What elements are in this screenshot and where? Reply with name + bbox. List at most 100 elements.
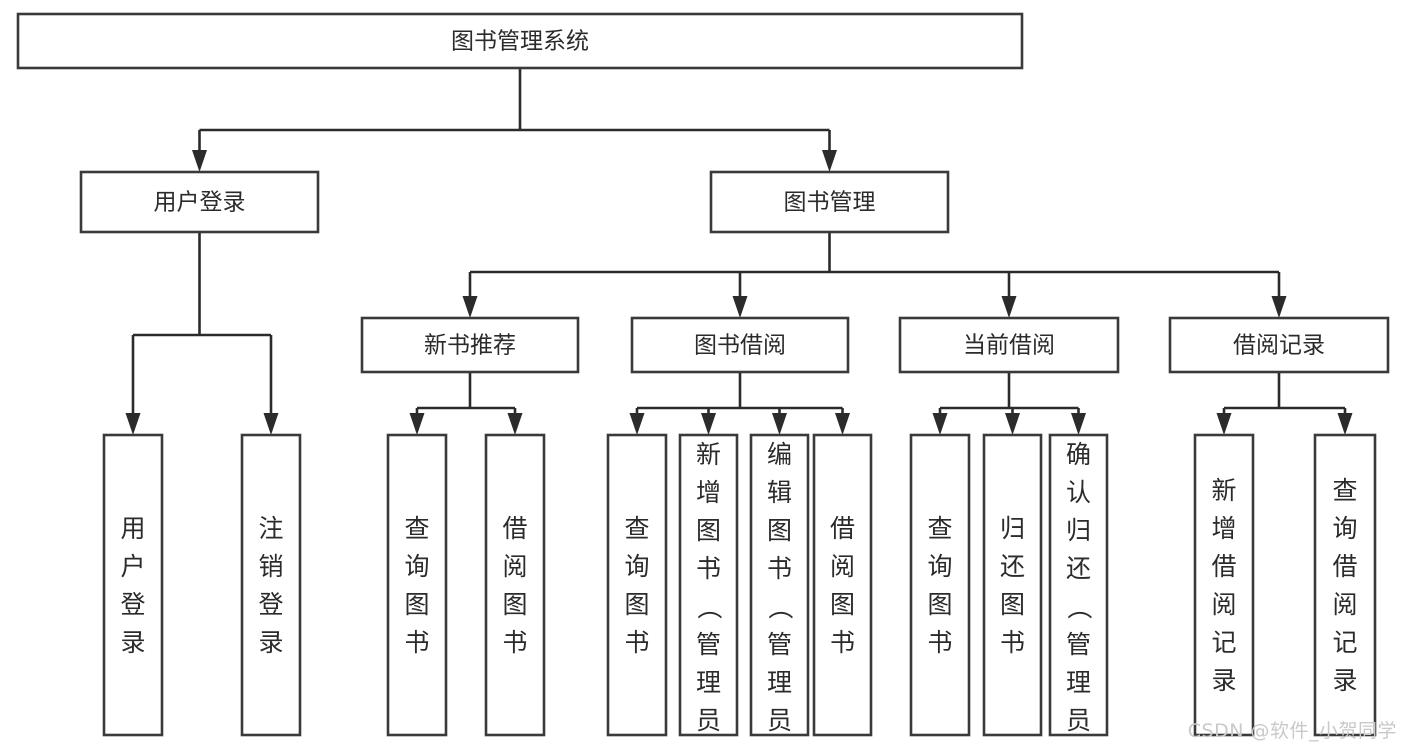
node-leaf-1-rect: [240, 433, 302, 737]
svg-text:录: 录: [258, 628, 283, 657]
node-level3-0-rect: [360, 316, 580, 374]
svg-text:图: 图: [830, 590, 855, 619]
svg-text:询: 询: [624, 552, 649, 581]
node-leaf-0[interactable]: 用户登录: [102, 433, 164, 737]
svg-text:员: 员: [696, 706, 721, 735]
node-level3-0[interactable]: 新书推荐: [360, 316, 580, 374]
connector-2-to-leaves: [629, 372, 850, 435]
node-level2-0[interactable]: 用户登录: [79, 170, 320, 234]
node-leaf-5-rect: [678, 433, 739, 737]
node-level2-1-label: 图书管理: [784, 190, 876, 216]
svg-text:管: 管: [1066, 630, 1091, 659]
node-leaf-6-rect: [749, 433, 810, 737]
connector-4-to-leaves: [1216, 372, 1353, 435]
node-root[interactable]: 图书管理系统: [16, 12, 1024, 70]
svg-text:还: 还: [1066, 554, 1091, 583]
connector-root-to-level2: [192, 68, 837, 172]
node-root-label: 图书管理系统: [451, 29, 589, 55]
node-level3-2[interactable]: 当前借阅: [898, 316, 1120, 374]
svg-text:书: 书: [1000, 628, 1025, 657]
node-root-rect: [16, 12, 1024, 70]
svg-text:录: 录: [1211, 666, 1236, 695]
svg-text:图: 图: [624, 590, 649, 619]
svg-text:新: 新: [1211, 476, 1236, 505]
svg-text:查: 查: [624, 514, 649, 543]
node-leaf-10-rect: [1048, 433, 1109, 737]
svg-text:阅: 阅: [1211, 590, 1236, 619]
svg-text:询: 询: [1332, 514, 1357, 543]
svg-text:录: 录: [1332, 666, 1357, 695]
node-level2-0-rect: [79, 170, 320, 234]
node-leaf-0-rect: [102, 433, 164, 737]
svg-text:归: 归: [1000, 514, 1025, 543]
node-level2-1[interactable]: 图书管理: [709, 170, 950, 234]
svg-text:书: 书: [502, 628, 527, 657]
svg-text:查: 查: [927, 514, 952, 543]
node-level3-1-rect: [630, 316, 850, 374]
svg-text:管: 管: [696, 630, 721, 659]
svg-text:借: 借: [502, 514, 527, 543]
svg-text:还: 还: [1000, 552, 1025, 581]
svg-text:（: （: [695, 594, 724, 619]
node-level3-3-label: 借阅记录: [1233, 333, 1325, 359]
svg-text:阅: 阅: [830, 552, 855, 581]
svg-text:用: 用: [120, 514, 145, 543]
connector-3-to-leaves: [932, 372, 1086, 435]
svg-text:图: 图: [502, 590, 527, 619]
node-level3-3-rect: [1168, 316, 1390, 374]
node-leaf-8-rect: [909, 433, 971, 737]
connector-1-to-leaves: [409, 372, 523, 435]
svg-text:管: 管: [767, 630, 792, 659]
svg-text:销: 销: [258, 552, 283, 581]
svg-text:借: 借: [830, 514, 855, 543]
svg-text:记: 记: [1332, 628, 1357, 657]
svg-text:新: 新: [696, 440, 721, 469]
svg-text:登: 登: [120, 590, 145, 619]
node-leaf-11-rect: [1193, 433, 1255, 737]
svg-text:员: 员: [767, 706, 792, 735]
watermark-text: CSDN @软件_小贺同学: [1187, 720, 1397, 742]
node-leaf-4-rect: [606, 433, 668, 737]
svg-text:借: 借: [1211, 552, 1236, 581]
node-level3-2-label: 当前借阅: [963, 333, 1055, 359]
svg-text:图: 图: [927, 590, 952, 619]
node-level3-2-rect: [898, 316, 1120, 374]
connector-login-to-leaves: [125, 232, 279, 435]
node-leaf-12-rect: [1313, 433, 1377, 737]
node-leaf-7-rect: [812, 433, 873, 737]
node-leaf-2-rect: [386, 433, 448, 737]
node-level2-1-rect: [709, 170, 950, 234]
connector-layer: [125, 68, 1353, 435]
svg-text:理: 理: [1066, 668, 1091, 697]
svg-text:询: 询: [927, 552, 952, 581]
node-level3-1[interactable]: 图书借阅: [630, 316, 850, 374]
svg-text:理: 理: [696, 668, 721, 697]
node-level3-1-label: 图书借阅: [694, 333, 786, 359]
node-level3-3[interactable]: 借阅记录: [1168, 316, 1390, 374]
svg-text:书: 书: [404, 628, 429, 657]
svg-text:户: 户: [120, 552, 145, 581]
